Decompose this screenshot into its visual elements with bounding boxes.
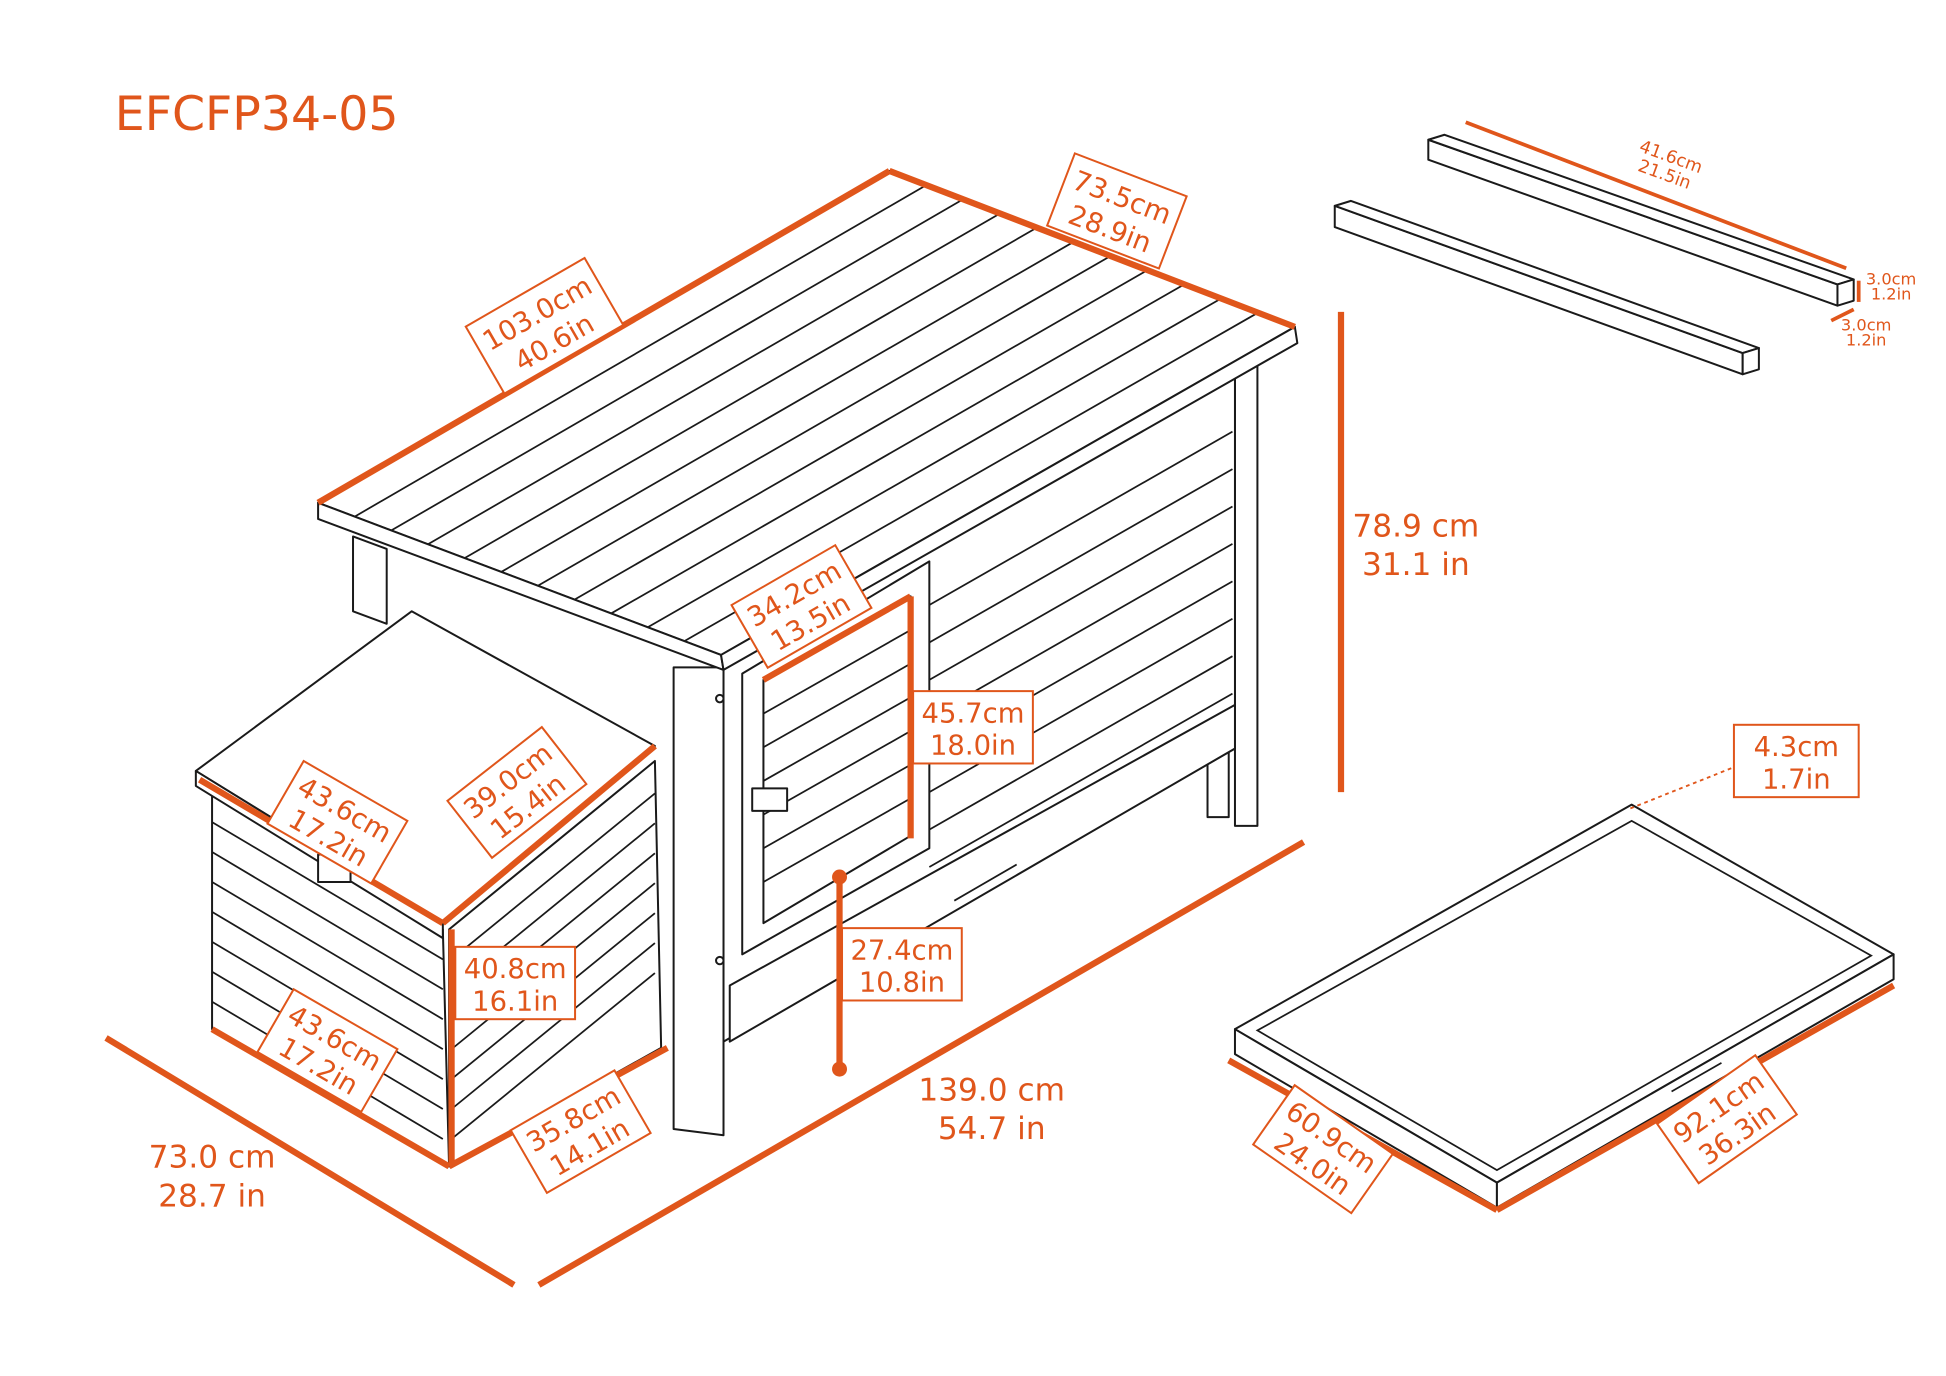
svg-text:27.4cm: 27.4cm (850, 935, 953, 966)
chicken-coop-drawing (194, 169, 1299, 1168)
svg-text:16.1in: 16.1in (472, 986, 558, 1017)
nest-slat (451, 792, 656, 960)
svg-text:78.9 cm: 78.9 cm (1352, 508, 1479, 544)
svg-text:40.8cm: 40.8cm (464, 954, 567, 985)
svg-text:28.7 in: 28.7 in (158, 1178, 266, 1214)
roof-plank (390, 198, 964, 532)
svg-text:1.7in: 1.7in (1762, 764, 1831, 795)
roof-plank (500, 241, 1075, 573)
svg-text:1.2in: 1.2in (1846, 331, 1887, 350)
door-slat (762, 797, 912, 883)
wall-slat (928, 505, 1233, 681)
wall-slat (928, 430, 1233, 606)
roof-plank (647, 297, 1222, 629)
roof-plank (574, 269, 1148, 601)
svg-text:10.8in: 10.8in (859, 968, 945, 999)
nest-slat (451, 972, 656, 1140)
label-roof-width: 73.5cm 28.9in (1045, 152, 1188, 270)
door-slat (762, 629, 912, 715)
wall-slat (928, 543, 1233, 719)
door-slat (762, 696, 912, 782)
roof-plank (537, 255, 1111, 587)
label-nest-height: 40.8cm 16.1in (454, 945, 577, 1021)
svg-text:139.0 cm: 139.0 cm (918, 1072, 1065, 1108)
label-bar-height: 3.0cm 1.2in (1866, 269, 1916, 303)
wall-slat (928, 692, 1233, 868)
label-total-height: 78.9 cm 31.1 in (1352, 508, 1479, 583)
door-slat (762, 763, 912, 850)
svg-text:18.0in: 18.0in (930, 731, 1016, 762)
svg-text:4.3cm: 4.3cm (1754, 732, 1839, 763)
label-total-depth: 73.0 cm 28.7 in (149, 1140, 276, 1215)
roof-plank (610, 283, 1185, 615)
label-nest-bottom-depth: 35.8cm 14.1in (509, 1068, 652, 1195)
svg-text:54.7 in: 54.7 in (938, 1111, 1046, 1147)
svg-text:3.0cm: 3.0cm (1841, 316, 1891, 335)
svg-text:31.1 in: 31.1 in (1362, 547, 1470, 583)
roof-plank (354, 184, 927, 518)
roof-plank (427, 212, 1001, 546)
nest-slat (211, 911, 444, 1050)
wall-slat (928, 655, 1233, 831)
label-door-height: 45.7cm 18.0in (912, 690, 1034, 765)
nest-slat (451, 942, 656, 1110)
label-bar-length: 41.6cm 21.5in (1635, 137, 1705, 194)
nest-slat (211, 881, 444, 1020)
label-floor-clearance: 27.4cm 10.8in (841, 927, 963, 1002)
label-nest-lid-depth: 39.0cm 15.4in (446, 725, 588, 860)
svg-text:73.0 cm: 73.0 cm (149, 1140, 276, 1176)
label-tray-rim: 4.3cm 1.7in (1732, 723, 1860, 799)
support-bars-drawing (1333, 133, 1855, 376)
wall-slat (928, 468, 1233, 644)
model-title: EFCFP34-05 (115, 87, 399, 142)
svg-text:45.7cm: 45.7cm (922, 698, 1025, 729)
door-slat (762, 662, 912, 749)
svg-text:1.2in: 1.2in (1871, 284, 1912, 303)
roof-plank (464, 226, 1038, 559)
label-total-length: 139.0 cm 54.7 in (918, 1072, 1065, 1147)
nest-slat (211, 851, 444, 991)
nest-slat (211, 821, 444, 961)
tray-drawing (1233, 803, 1895, 1209)
svg-text:3.0cm: 3.0cm (1866, 269, 1916, 288)
label-bar-width: 3.0cm 1.2in (1841, 316, 1891, 350)
